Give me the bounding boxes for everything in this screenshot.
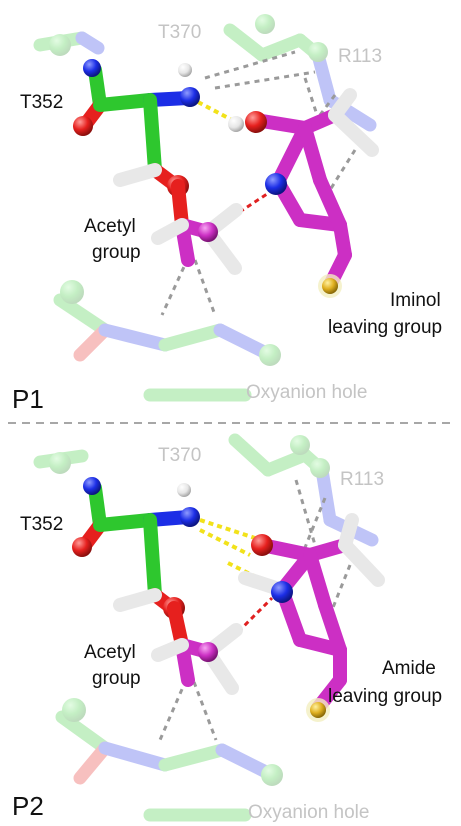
hbond-red xyxy=(231,190,271,219)
label-oxyanion-hole-p2: Oxyanion hole xyxy=(248,802,369,823)
panel-p1 xyxy=(33,14,379,402)
label-acetyl-line2: group xyxy=(92,242,141,263)
background-residues xyxy=(33,14,377,402)
residue-t352-p2 xyxy=(78,481,195,615)
panel-p1-labels: T370 R113 T352 Acetyl group Iminol leavi… xyxy=(12,22,442,414)
label-t352: T352 xyxy=(20,92,63,113)
panel-label-p2: P2 xyxy=(12,791,44,821)
panel-label-p1: P1 xyxy=(12,384,44,414)
label-leaving-line2-p2: leaving group xyxy=(328,686,442,707)
label-leaving-line1-p2: Amide xyxy=(382,658,436,679)
label-oxyanion-hole: Oxyanion hole xyxy=(246,382,367,403)
acetyl-group-p2 xyxy=(151,601,243,695)
residue-t352 xyxy=(78,63,195,192)
label-t370-p2: T370 xyxy=(158,445,201,466)
acetyl-group xyxy=(151,179,243,275)
label-acetyl-line1: Acetyl xyxy=(84,216,136,237)
panel-p2-labels: T370 R113 T352 Acetyl group Amide leavin… xyxy=(12,445,442,823)
label-r113: R113 xyxy=(338,46,382,67)
label-acetyl-line1-p2: Acetyl xyxy=(84,642,136,663)
label-acetyl-line2-p2: group xyxy=(92,668,141,689)
hbond-yellow xyxy=(197,100,233,122)
label-leaving-line1: Iminol xyxy=(390,290,441,311)
label-leaving-line2: leaving group xyxy=(328,317,442,338)
leaving-group xyxy=(249,88,379,292)
label-t370: T370 xyxy=(158,22,201,43)
label-r113-p2: R113 xyxy=(340,469,384,490)
contact-dashes-p2 xyxy=(158,479,352,741)
background-residues-p2 xyxy=(33,433,379,822)
panel-p2 xyxy=(33,433,385,822)
label-t352-p2: T352 xyxy=(20,514,63,535)
